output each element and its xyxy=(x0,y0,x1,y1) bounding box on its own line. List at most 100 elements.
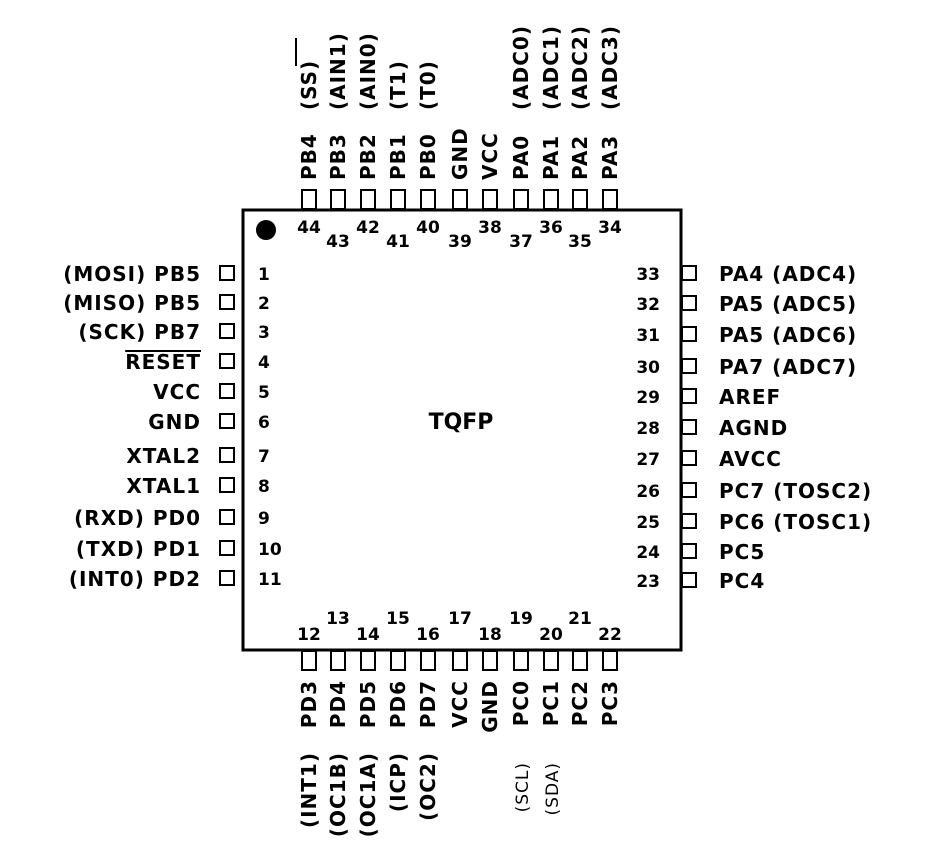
pin-lead xyxy=(420,650,436,671)
pin-number: 18 xyxy=(478,625,502,645)
pin-number: 36 xyxy=(539,218,563,238)
pin-lead xyxy=(360,189,376,210)
pin-lead xyxy=(219,323,235,339)
pin-number: 17 xyxy=(448,609,472,629)
pin-number: 15 xyxy=(386,609,410,629)
pin-alt-label: (T0) xyxy=(416,60,440,110)
pin-lead xyxy=(420,189,436,210)
pin-label: GND xyxy=(148,410,201,434)
pin-number: 42 xyxy=(356,218,380,238)
pin-label: (TXD) PD1 xyxy=(76,537,201,561)
pin-lead xyxy=(360,650,376,671)
pin-lead xyxy=(681,388,697,404)
pin-label: AVCC xyxy=(719,447,782,471)
pin-number: 40 xyxy=(416,218,440,238)
pin-label: PC0 xyxy=(509,680,533,726)
pin-label: PC6 (TOSC1) xyxy=(719,510,872,534)
pin-lead xyxy=(681,295,697,311)
pin-label: (MOSI) PB5 xyxy=(63,262,201,286)
pin-number: 20 xyxy=(539,625,563,645)
pin-label: PB2 xyxy=(356,133,380,180)
pin-alt-label: (INT1) xyxy=(297,752,321,828)
pin-label: GND xyxy=(448,127,472,180)
pin-number: 3 xyxy=(258,323,270,343)
pin-label: PC4 xyxy=(719,569,765,593)
pin-alt-label: (OC1B) xyxy=(326,752,350,837)
pin-label: VCC xyxy=(153,380,201,404)
pin-alt-label: (ADC1) xyxy=(539,25,563,110)
pin-label: PA4 (ADC4) xyxy=(719,262,857,286)
pin-number: 31 xyxy=(636,326,660,346)
pin-label: (RXD) PD0 xyxy=(74,506,201,530)
pin-lead xyxy=(681,513,697,529)
pin-alt-label: (OC1A) xyxy=(356,752,380,837)
pin-lead xyxy=(219,413,235,429)
pin-number: 27 xyxy=(636,450,660,470)
pin-label: PC1 xyxy=(539,680,563,726)
pin-lead xyxy=(602,650,618,671)
pin-lead xyxy=(301,650,317,671)
pin-lead xyxy=(602,189,618,210)
pin-number: 37 xyxy=(509,232,533,252)
pin-number: 12 xyxy=(297,625,321,645)
pin-number: 13 xyxy=(326,609,350,629)
pin-label: (INT0) PD2 xyxy=(69,567,201,591)
pin-lead xyxy=(572,189,588,210)
pin-label: PD5 xyxy=(356,680,380,728)
chip-body xyxy=(241,208,683,652)
pin-number: 23 xyxy=(636,572,660,592)
pin-alt-label: (OC2) xyxy=(416,752,440,821)
pin-label: PA0 xyxy=(509,135,533,180)
pin-label: VCC xyxy=(448,680,472,728)
pin-number: 26 xyxy=(636,482,660,502)
pin-alt-label: (SCL) xyxy=(513,762,533,812)
pin-number: 10 xyxy=(258,540,282,560)
pin-number: 25 xyxy=(636,513,660,533)
pin-label: (SCK) PB7 xyxy=(78,320,201,344)
pin-number: 30 xyxy=(636,358,660,378)
pin-number: 38 xyxy=(478,218,502,238)
pin-alt-label: (AIN0) xyxy=(356,32,380,110)
pin-alt-label: (AIN1) xyxy=(326,32,350,110)
pin-number: 9 xyxy=(258,509,270,529)
pin-number: 8 xyxy=(258,477,270,497)
pin-label: PD4 xyxy=(326,680,350,728)
pin-alt-label: (ICP) xyxy=(386,752,410,812)
pin-lead xyxy=(482,650,498,671)
pin-lead xyxy=(513,189,529,210)
pin-number: 7 xyxy=(258,447,270,467)
pin-lead xyxy=(681,482,697,498)
pin-lead xyxy=(543,189,559,210)
pin-lead xyxy=(390,650,406,671)
pin-label: PA3 xyxy=(598,135,622,180)
pin-lead xyxy=(543,650,559,671)
pin-lead xyxy=(219,509,235,525)
pin-lead xyxy=(330,650,346,671)
pin-number: 21 xyxy=(568,609,592,629)
pin-lead xyxy=(219,570,235,586)
pin-label: PA5 (ADC5) xyxy=(719,292,857,316)
pin-label: XTAL2 xyxy=(126,444,201,468)
pin-number: 41 xyxy=(386,232,410,252)
pin-lead xyxy=(513,650,529,671)
pin-number: 16 xyxy=(416,625,440,645)
pin-label: PD6 xyxy=(386,680,410,728)
pin-label: PB1 xyxy=(386,133,410,180)
pin-lead xyxy=(330,189,346,210)
pin-label: PA1 xyxy=(539,135,563,180)
pin-number: 32 xyxy=(636,295,660,315)
pin-label: PC5 xyxy=(719,540,765,564)
pin-number: 4 xyxy=(258,353,270,373)
pin-lead xyxy=(681,326,697,342)
pin-label: VCC xyxy=(478,132,502,180)
pin-lead xyxy=(452,189,468,210)
pin-lead xyxy=(219,265,235,281)
pin-alt-label: (ADC3) xyxy=(598,25,622,110)
pin-label: PA5 (ADC6) xyxy=(719,323,857,347)
pin-label: PB0 xyxy=(416,133,440,180)
pin-number: 1 xyxy=(258,265,270,285)
pin-lead xyxy=(219,353,235,369)
pin-alt-label: (ADC2) xyxy=(568,25,592,110)
pin-number: 24 xyxy=(636,543,660,563)
pin-label: PD3 xyxy=(297,680,321,728)
